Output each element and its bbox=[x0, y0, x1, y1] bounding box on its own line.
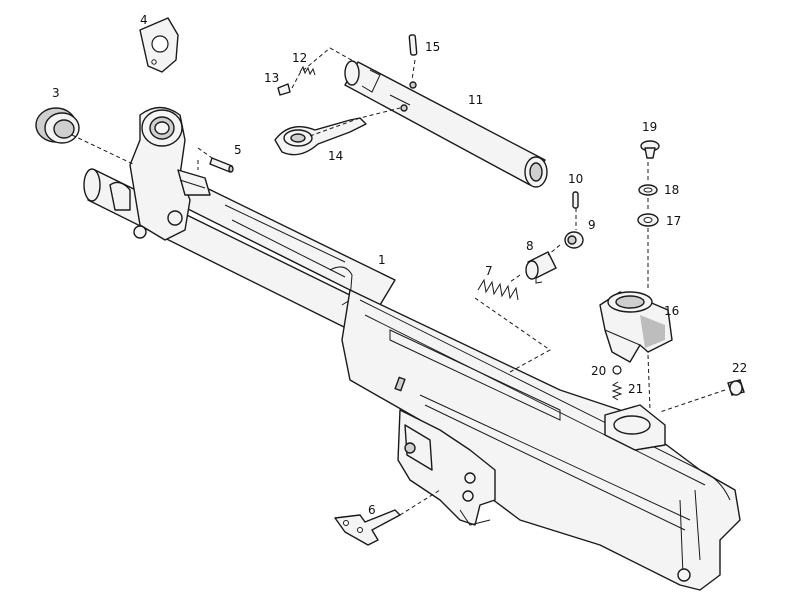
bushing bbox=[525, 251, 557, 284]
callout-17: 17 bbox=[666, 214, 681, 228]
callout-16: 16 bbox=[664, 304, 679, 318]
callout-8: 8 bbox=[526, 239, 534, 253]
screw-22 bbox=[727, 379, 745, 396]
callout-1: 1 bbox=[378, 253, 386, 267]
callout-20: 20 bbox=[591, 364, 606, 378]
pin-part-10 bbox=[572, 191, 579, 209]
callout-19: 19 bbox=[642, 120, 657, 134]
callout-3: 3 bbox=[52, 86, 60, 100]
washer-17 bbox=[637, 213, 659, 227]
front-sight-assembly bbox=[109, 106, 211, 241]
screw-19 bbox=[640, 140, 660, 159]
callout-15: 15 bbox=[425, 40, 440, 54]
receiver-housing bbox=[83, 168, 741, 591]
spring-21 bbox=[611, 381, 623, 401]
retaining-clip bbox=[139, 17, 179, 73]
callout-14: 14 bbox=[328, 149, 343, 163]
rear-sight-base bbox=[599, 291, 673, 363]
callout-6: 6 bbox=[368, 503, 376, 517]
callout-labels: 1 3 4 5 6 7 8 9 10 11 12 13 14 15 16 17 … bbox=[52, 13, 747, 517]
cocking-tube bbox=[344, 60, 548, 188]
muzzle-cap bbox=[35, 107, 80, 144]
cocking-handle bbox=[274, 117, 367, 156]
collar bbox=[564, 231, 584, 249]
callout-18: 18 bbox=[664, 183, 679, 197]
callout-9: 9 bbox=[588, 218, 596, 232]
callout-21: 21 bbox=[628, 382, 643, 396]
latch-lever bbox=[334, 509, 401, 546]
callout-4: 4 bbox=[140, 13, 148, 27]
pin-part-5 bbox=[209, 157, 234, 173]
plunger bbox=[277, 83, 291, 96]
callout-12: 12 bbox=[292, 51, 307, 65]
callout-22: 22 bbox=[732, 361, 747, 375]
assembly-leader-lines bbox=[71, 47, 726, 516]
o-ring bbox=[612, 365, 622, 375]
pin-part-15 bbox=[408, 34, 418, 56]
callout-13: 13 bbox=[264, 71, 279, 85]
coil-spring bbox=[477, 278, 519, 301]
callout-5: 5 bbox=[234, 143, 242, 157]
callout-11: 11 bbox=[468, 93, 483, 107]
callout-10: 10 bbox=[568, 172, 583, 186]
callout-7: 7 bbox=[485, 264, 493, 278]
washer-18 bbox=[638, 184, 658, 196]
small-spring bbox=[299, 65, 316, 76]
